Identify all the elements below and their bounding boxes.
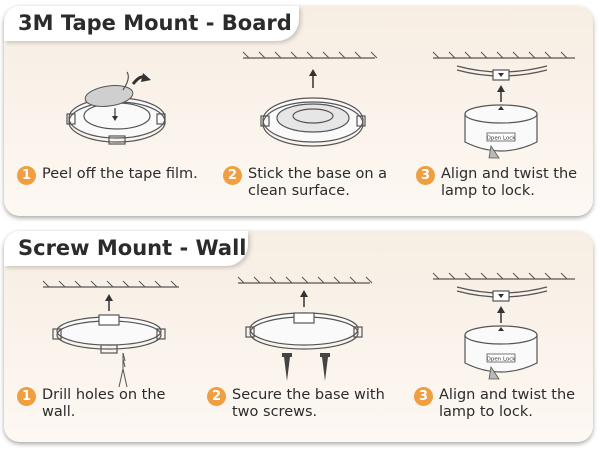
peel-film-illustration bbox=[66, 71, 166, 145]
step-number-badge: 3 bbox=[416, 166, 435, 185]
step-text: Peel off the tape film. bbox=[42, 166, 198, 182]
step-number-badge: 1 bbox=[17, 387, 36, 406]
tape-step-1: 1 Peel off the tape film. bbox=[17, 166, 217, 185]
tape-mount-title: 3M Tape Mount - Board bbox=[4, 6, 299, 41]
step-text: Secure the base with two screws. bbox=[232, 387, 385, 420]
screw-step-2: 2 Secure the base with two screws. bbox=[207, 387, 402, 421]
open-lock-label: Open Lock bbox=[487, 357, 517, 363]
screw-step-1: 1 Drill holes on the wall. bbox=[17, 387, 192, 421]
step-text: Stick the base on a clean surface. bbox=[248, 166, 388, 199]
twist-lock-illustration: Open Lock bbox=[432, 272, 575, 380]
step-number-badge: 2 bbox=[223, 166, 242, 185]
step-number-badge: 3 bbox=[414, 387, 433, 406]
drill-holes-illustration bbox=[42, 280, 179, 388]
tape-mount-panel: 3M Tape Mount - Board bbox=[4, 6, 593, 216]
open-lock-label: Open Lock bbox=[487, 136, 517, 142]
screw-mount-title: Screw Mount - Wall bbox=[4, 231, 248, 266]
step-text: Align and twist the lamp to lock. bbox=[439, 387, 576, 420]
screw-step-3: 3 Align and twist the lamp to lock. bbox=[414, 387, 589, 421]
tape-step-2: 2 Stick the base on a clean surface. bbox=[223, 166, 393, 200]
step-text: Align and twist the lamp to lock. bbox=[441, 166, 578, 199]
secure-screws-illustration bbox=[237, 276, 373, 381]
stick-base-illustration bbox=[242, 51, 378, 147]
screw-mount-panel: Screw Mount - Wall bbox=[4, 231, 593, 442]
step-text: Drill holes on the wall. bbox=[42, 387, 166, 420]
step-number-badge: 2 bbox=[207, 387, 226, 406]
step-number-badge: 1 bbox=[17, 166, 36, 185]
twist-lock-illustration: Open Lock bbox=[432, 51, 575, 159]
tape-step-3: 3 Align and twist the lamp to lock. bbox=[416, 166, 588, 200]
